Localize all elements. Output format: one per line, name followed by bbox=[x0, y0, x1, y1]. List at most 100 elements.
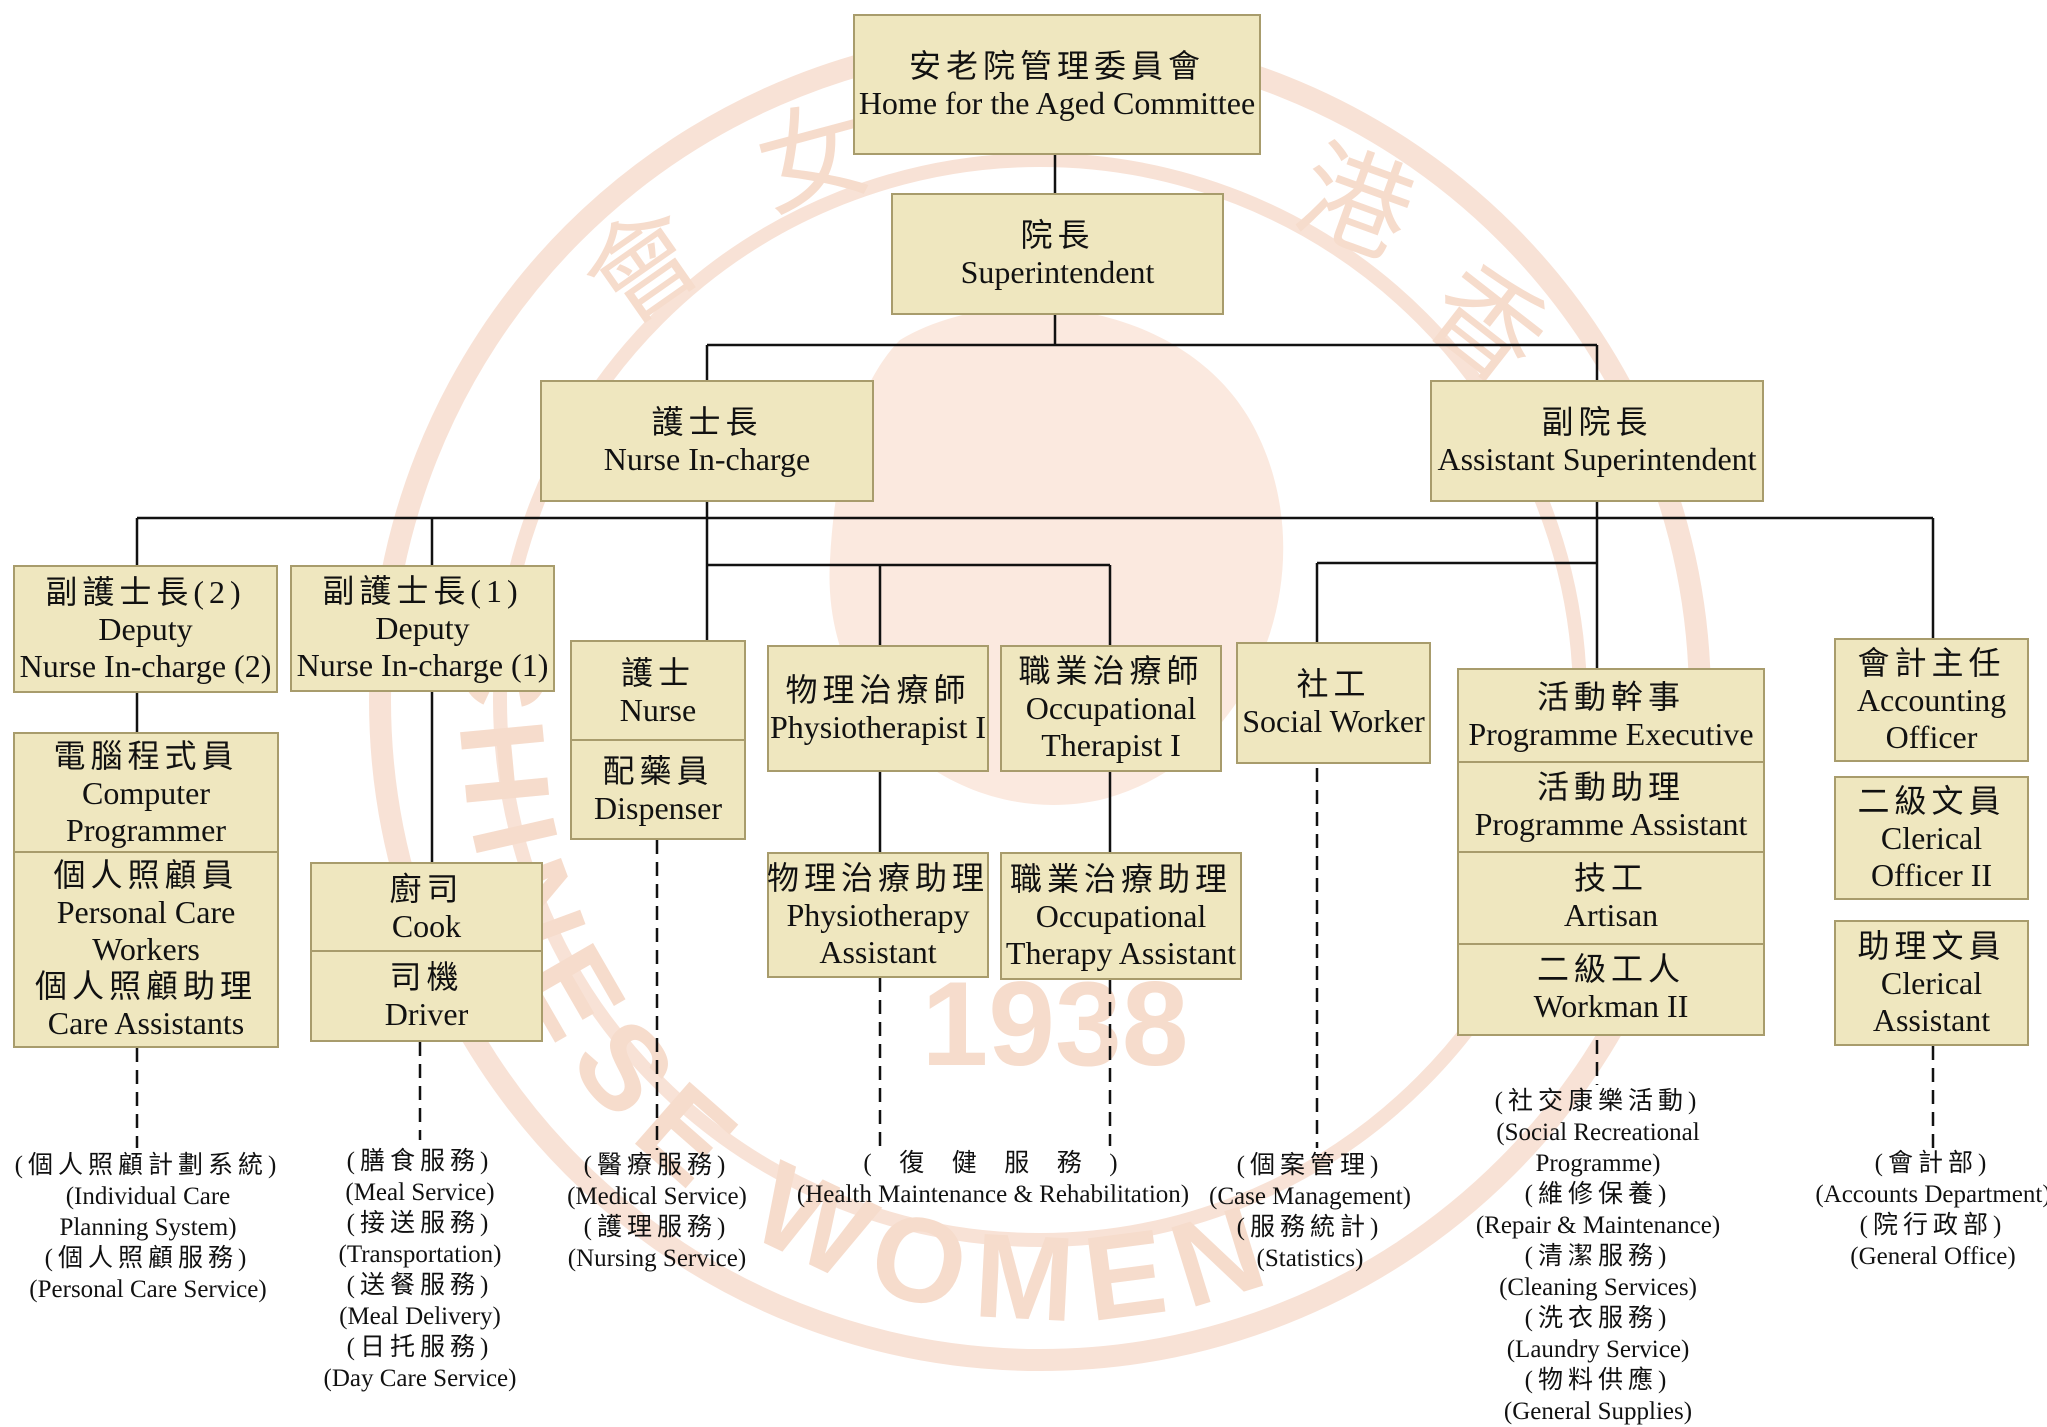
occupational-therapist-en1: Occupational bbox=[1025, 690, 1197, 726]
note-accounts: (會計部) (Accounts Department) (院行政部) (Gene… bbox=[1815, 1148, 2047, 1272]
nurse-dispenser-box: 護士 Nurse 配藥員 Dispenser bbox=[570, 640, 746, 840]
personal-care-en1: Personal Care bbox=[56, 893, 236, 930]
programme-assistant-zh: 活動助理 bbox=[1536, 769, 1685, 806]
clerical-assistant-en1: Clerical bbox=[1880, 964, 1983, 1001]
accounting-officer-en2: Officer bbox=[1885, 718, 1978, 755]
physiotherapy-assistant-en2: Assistant bbox=[819, 933, 937, 970]
superintendent-en: Superintendent bbox=[960, 254, 1155, 290]
driver-zh: 司機 bbox=[389, 959, 464, 995]
deputy-nurse-2-zh: 副護士長(2) bbox=[45, 573, 246, 610]
computer-programmer-zh: 電腦程式員 bbox=[53, 737, 239, 774]
social-worker-box: 社工 Social Worker bbox=[1236, 642, 1431, 764]
clerical-officer-box: 二級文員 Clerical Officer II bbox=[1834, 776, 2029, 900]
committee-box: 安老院管理委員會 Home for the Aged Committee bbox=[853, 14, 1261, 155]
note-line: (院行政部) bbox=[1859, 1212, 2007, 1239]
cook-driver-box: 廚司 Cook 司機 Driver bbox=[310, 862, 543, 1042]
note-line: (個人照顧服務) bbox=[44, 1245, 252, 1272]
note-line: (Case Management) bbox=[1208, 1183, 1412, 1210]
divider bbox=[572, 739, 744, 741]
physiotherapy-assistant-zh: 物理治療助理 bbox=[767, 859, 990, 896]
clerical-officer-en1: Clerical bbox=[1880, 819, 1983, 856]
note-line: (會計部) bbox=[1874, 1150, 1992, 1177]
care-assistant-zh: 個人照顧助理 bbox=[34, 967, 257, 1004]
note-line: (Nursing Service) bbox=[567, 1245, 747, 1272]
note-line: (送餐服務) bbox=[346, 1272, 494, 1299]
note-line: (醫療服務) bbox=[583, 1152, 731, 1179]
artisan-zh: 技工 bbox=[1573, 859, 1648, 896]
superintendent-zh: 院長 bbox=[1020, 217, 1095, 253]
workman-en: Workman II bbox=[1533, 988, 1689, 1025]
deputy-nurse-2-box: 副護士長(2) Deputy Nurse In-charge (2) bbox=[13, 565, 278, 693]
note-line: (護理服務) bbox=[583, 1214, 731, 1241]
note-line: (維修保養) bbox=[1524, 1181, 1672, 1208]
superintendent-box: 院長 Superintendent bbox=[891, 193, 1224, 315]
note-line: (膳食服務) bbox=[346, 1148, 494, 1175]
divider bbox=[312, 950, 541, 952]
cook-en: Cook bbox=[391, 908, 462, 944]
note-line: (Day Care Service) bbox=[323, 1365, 517, 1392]
accounting-officer-box: 會計主任 Accounting Officer bbox=[1834, 638, 2029, 762]
dispenser-en: Dispenser bbox=[594, 789, 722, 826]
nurse-incharge-zh: 護士長 bbox=[651, 404, 763, 440]
note-line: (接送服務) bbox=[346, 1210, 494, 1237]
note-line: (Social Recreational bbox=[1496, 1119, 1700, 1146]
note-line: (Personal Care Service) bbox=[29, 1276, 267, 1303]
deputy-nurse-1-zh: 副護士長(1) bbox=[322, 573, 523, 609]
artisan-en: Artisan bbox=[1563, 896, 1659, 933]
occupational-therapy-assistant-en2: Therapy Assistant bbox=[1005, 934, 1237, 971]
occupational-therapy-assistant-box: 職業治療助理 Occupational Therapy Assistant bbox=[1000, 852, 1242, 980]
nurse-zh: 護士 bbox=[620, 654, 695, 691]
note-line: (清潔服務) bbox=[1524, 1243, 1672, 1270]
note-line: (Health Maintenance & Rehabilitation) bbox=[796, 1181, 1190, 1208]
driver-en: Driver bbox=[384, 996, 469, 1032]
note-line: (社交康樂活動) bbox=[1494, 1088, 1702, 1115]
divider bbox=[1459, 761, 1763, 763]
note-medical-service: (醫療服務) (Medical Service) (護理服務) (Nursing… bbox=[567, 1150, 747, 1274]
note-line: (Medical Service) bbox=[567, 1183, 747, 1210]
note-personal-care: (個人照顧計劃系統) (Individual Care Planning Sys… bbox=[15, 1150, 282, 1305]
assistant-superintendent-zh: 副院長 bbox=[1541, 404, 1653, 440]
nurse-incharge-en: Nurse In-charge bbox=[603, 441, 811, 477]
workman-zh: 二級工人 bbox=[1536, 951, 1685, 988]
occupational-therapist-box: 職業治療師 Occupational Therapist I bbox=[1000, 645, 1222, 772]
note-line: (日托服務) bbox=[346, 1334, 494, 1361]
accounting-officer-zh: 會計主任 bbox=[1857, 644, 2006, 681]
cook-zh: 廚司 bbox=[389, 871, 464, 907]
physiotherapy-assistant-en1: Physiotherapy bbox=[786, 896, 970, 933]
assistant-superintendent-box: 副院長 Assistant Superintendent bbox=[1430, 380, 1764, 502]
note-social-recreational: (社交康樂活動) (Social Recreational Programme)… bbox=[1476, 1086, 1720, 1427]
note-line: (洗衣服務) bbox=[1524, 1305, 1672, 1332]
occupational-therapy-assistant-zh: 職業治療助理 bbox=[1009, 860, 1232, 897]
physiotherapy-assistant-box: 物理治療助理 Physiotherapy Assistant bbox=[767, 852, 989, 978]
dispenser-zh: 配藥員 bbox=[602, 752, 714, 789]
divider bbox=[15, 851, 277, 853]
physiotherapist-box: 物理治療師 Physiotherapist I bbox=[767, 645, 989, 772]
occupational-therapist-zh: 職業治療師 bbox=[1018, 653, 1204, 689]
divider bbox=[1459, 851, 1763, 853]
note-line: (物料供應) bbox=[1524, 1367, 1672, 1394]
note-line: (Repair & Maintenance) bbox=[1475, 1212, 1721, 1239]
note-line: (服務統計) bbox=[1236, 1214, 1384, 1241]
care-assistant-en: Care Assistants bbox=[47, 1004, 245, 1041]
occupational-therapy-assistant-en1: Occupational bbox=[1035, 897, 1207, 934]
note-line: Programme) bbox=[1535, 1150, 1661, 1177]
note-line: (Accounts Department) bbox=[1815, 1181, 2047, 1208]
social-worker-en: Social Worker bbox=[1242, 703, 1425, 739]
social-worker-zh: 社工 bbox=[1296, 666, 1371, 702]
clerical-assistant-box: 助理文員 Clerical Assistant bbox=[1834, 920, 2029, 1046]
physiotherapist-en: Physiotherapist I bbox=[770, 708, 986, 745]
assistant-superintendent-en: Assistant Superintendent bbox=[1437, 441, 1757, 477]
committee-en: Home for the Aged Committee bbox=[858, 84, 1256, 121]
physiotherapist-zh: 物理治療師 bbox=[785, 671, 971, 708]
programme-stack-box: 活動幹事 Programme Executive 活動助理 Programme … bbox=[1457, 668, 1765, 1036]
deputy-nurse-1-en1: Deputy bbox=[375, 610, 470, 646]
nurse-incharge-box: 護士長 Nurse In-charge bbox=[540, 380, 874, 502]
personal-care-en2: Workers bbox=[92, 930, 200, 967]
note-line: (Statistics) bbox=[1256, 1245, 1364, 1272]
note-line: (Cleaning Services) bbox=[1499, 1274, 1697, 1301]
note-line: ( 復 健 服 務 ) bbox=[863, 1150, 1123, 1177]
note-case-management: (個案管理) (Case Management) (服務統計) (Statist… bbox=[1209, 1150, 1411, 1274]
accounting-officer-en1: Accounting bbox=[1856, 681, 2007, 718]
programme-assistant-en: Programme Assistant bbox=[1474, 806, 1748, 843]
